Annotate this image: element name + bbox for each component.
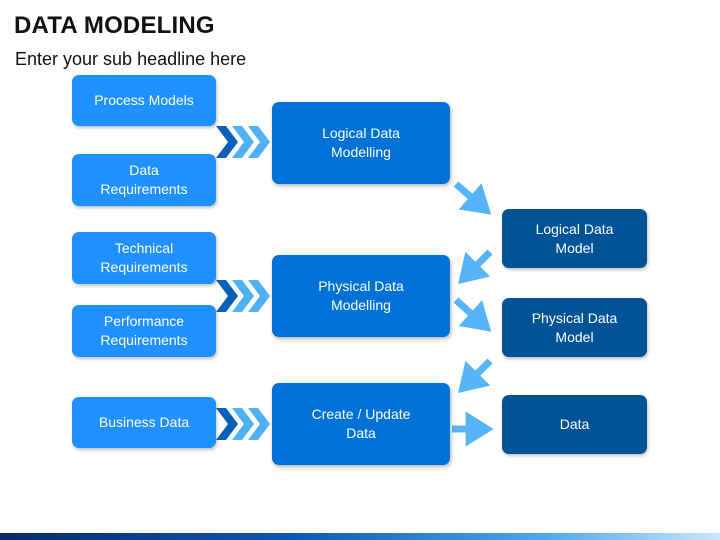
- chevron-light: [232, 280, 254, 312]
- chevron-light: [232, 126, 254, 158]
- arrow-logical-model-to-physical-modelling: [458, 249, 493, 284]
- performance-requirements-label: Performance Requirements: [100, 313, 188, 348]
- arrow-physical-model-to-create-update: [458, 358, 493, 393]
- chevron-dark: [216, 280, 238, 312]
- data-label: Data: [559, 416, 590, 432]
- physical-data-modelling-label: Physical Data Modelling: [318, 278, 404, 313]
- chevron-arrows-1: [216, 126, 270, 158]
- chevron-arrows-2: [216, 280, 270, 312]
- logical-data-model-label: Logical Data Model: [535, 220, 614, 256]
- create-update-data-label: Create / Update Data: [311, 406, 411, 441]
- chevron-light: [248, 280, 270, 312]
- process-models-label: Process Models: [94, 92, 194, 108]
- data-requirements-label: Data Requirements: [100, 162, 188, 197]
- chevron-dark: [216, 126, 238, 158]
- page-subtitle: Enter your sub headline here: [15, 49, 247, 69]
- footer-bar: [0, 533, 720, 540]
- create-update-data-box: Create / Update Data: [272, 383, 450, 465]
- chevron-light: [232, 408, 254, 440]
- logical-data-modelling-box: Logical Data Modelling: [272, 102, 450, 184]
- physical-data-model-label: Physical Data Model: [531, 309, 618, 345]
- performance-requirements-box: Performance Requirements: [72, 305, 216, 357]
- technical-requirements-box: Technical Requirements: [72, 232, 216, 284]
- data-requirements-box: Data Requirements: [72, 154, 216, 206]
- process-models-box: Process Models: [72, 75, 216, 126]
- arrow-physical-modelling-to-physical-model: [453, 297, 492, 332]
- chevron-dark: [216, 408, 238, 440]
- chevron-arrows-3: [216, 408, 270, 440]
- logical-data-model-box: Logical Data Model: [502, 209, 647, 268]
- logical-data-modelling-label: Logical Data Modelling: [322, 125, 400, 160]
- physical-data-model-box: Physical Data Model: [502, 298, 647, 357]
- business-data-box: Business Data: [72, 397, 216, 448]
- data-box: Data: [502, 395, 647, 454]
- physical-data-modelling-box: Physical Data Modelling: [272, 255, 450, 337]
- chevron-light: [248, 126, 270, 158]
- business-data-label: Business Data: [98, 414, 190, 430]
- chevron-light: [248, 408, 270, 440]
- arrow-logical-modelling-to-logical-model: [453, 181, 492, 215]
- page-title: DATA MODELING: [14, 12, 215, 39]
- technical-requirements-label: Technical Requirements: [100, 240, 188, 275]
